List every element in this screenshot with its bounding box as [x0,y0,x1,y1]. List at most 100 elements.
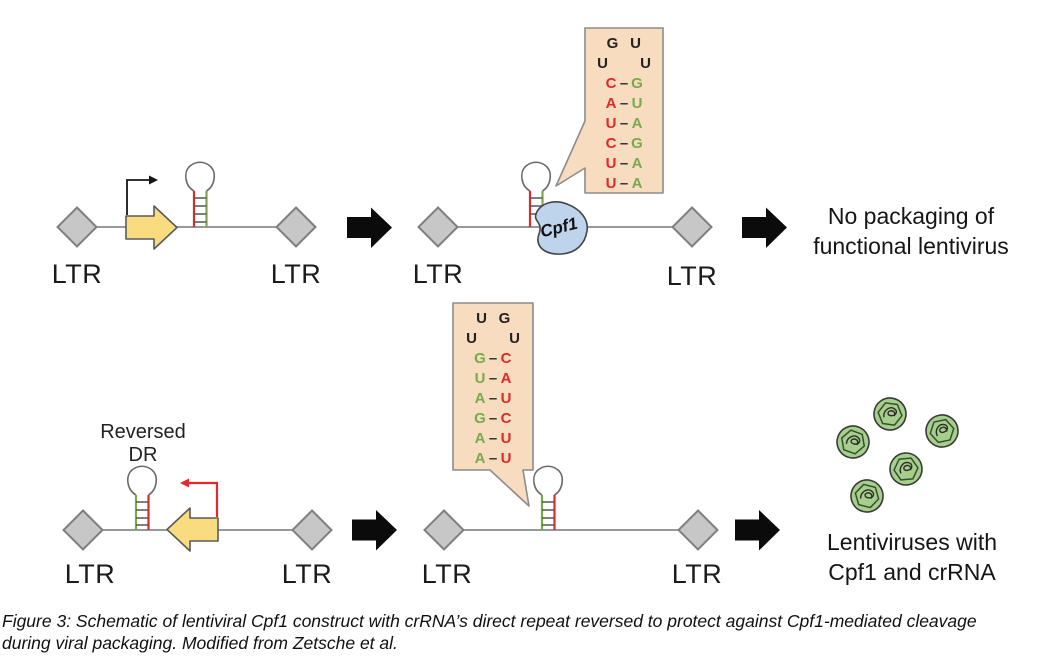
base-right: C [500,410,512,427]
ltr-label: LTR [270,259,322,289]
base-left: A [474,390,486,407]
ltr-diamond [417,206,459,248]
lentivirus-particle-icon [846,475,888,517]
base-left: A [605,95,617,112]
flow-arrow-icon [735,510,780,551]
base-pair-row: A – U [453,429,533,449]
loop-row: G U [585,34,663,54]
base-right: U [500,390,512,407]
bond-dash: – [619,135,629,152]
lentivirus-particle-icon [922,411,962,451]
bond-dash: – [488,370,498,387]
base-left: A [474,450,486,467]
cpf1-protein-blob [534,201,589,255]
ltr-diamond [423,509,465,551]
bond-dash: – [619,95,629,112]
loop-base: U [476,310,487,327]
ltr-label: LTR [412,259,464,289]
bond-dash: – [619,175,629,192]
base-left: U [605,155,617,172]
loop-row: U G [453,309,533,329]
ltr-label: LTR [666,261,718,291]
loop-row: U U [453,329,533,349]
ltr-label: LTR [281,559,333,589]
sequence-callout-bubble [452,302,534,507]
hairpin-loop [533,465,564,496]
loop-base: U [597,55,608,72]
ltr-diamond [56,206,98,248]
reversed-dr-line1: Reversed [100,421,186,443]
base-pair-row: U – A [453,369,533,389]
top-callout-sequence: G U U U C – G A – U U – A C – G U – [585,34,663,194]
base-pair-row: C – G [585,74,663,94]
loop-base: U [640,55,651,72]
ltr-diamond [677,509,719,551]
hairpin-loop [185,161,216,192]
base-pair-row: A – U [453,449,533,469]
base-right: A [631,175,643,192]
loop-base: U [630,35,641,52]
bond-dash: – [619,115,629,132]
base-pair-row: C – G [585,134,663,154]
base-left: U [605,175,617,192]
ltr-label: LTR [421,559,473,589]
base-left: U [605,115,617,132]
loop-row: U U [585,54,663,74]
crrna-hairpin-reversed [127,465,158,530]
no-packaging-line1: No packaging of [827,203,995,229]
base-pair-row: A – U [585,94,663,114]
base-left: U [474,370,486,387]
bond-dash: – [488,390,498,407]
lentivirus-particle-icon [887,450,925,488]
base-right: C [500,350,512,367]
base-right: A [500,370,512,387]
sequence-callout-bubble [555,27,664,194]
promoter-arrow-reversed [166,507,219,552]
loop-base: G [606,35,619,52]
no-packaging-text: No packaging of functional lentivirus [789,201,1033,261]
lentivirus-line1: Lentiviruses with [826,529,998,555]
crrna-hairpin-forward [185,161,216,227]
ltr-label: LTR [64,559,116,589]
base-right: G [631,135,643,152]
transcription-start-arrowhead-icon [180,478,189,488]
reversed-dr-label: Reversed DR [83,421,203,467]
bond-dash: – [488,410,498,427]
flow-arrow-icon [742,207,787,248]
lentivirus-line2: Cpf1 and crRNA [828,559,996,585]
ltr-label: LTR [51,259,103,289]
ltr-diamond [62,509,104,551]
no-packaging-line2: functional lentivirus [813,233,1009,259]
bottom-callout-sequence: U G U U G – C U – A A – U G – C A – [453,309,533,469]
base-pair-row: U – A [585,154,663,174]
ltr-diamond [275,206,317,248]
bond-dash: – [488,430,498,447]
flow-arrow-icon [347,207,392,248]
base-left: G [474,410,486,427]
bond-dash: – [619,155,629,172]
crrna-hairpin-reversed [533,465,564,530]
base-left: G [474,350,486,367]
base-left: C [605,75,617,92]
lentivirus-particle-icon [871,395,909,433]
flow-arrow-icon [352,510,397,551]
figure-caption: Figure 3: Schematic of lentiviral Cpf1 c… [2,611,977,653]
loop-base: G [498,310,511,327]
base-left: A [474,430,486,447]
ltr-diamond [671,206,713,248]
base-right: A [631,115,643,132]
base-right: U [500,430,512,447]
ltr-label: LTR [671,559,723,589]
base-right: U [500,450,512,467]
bond-dash: – [619,75,629,92]
base-pair-row: G – C [453,409,533,429]
loop-base: U [509,330,520,347]
base-right: A [631,155,643,172]
base-right: G [631,75,643,92]
transcription-start-arrow [126,179,149,215]
base-pair-row: U – A [585,174,663,194]
transcription-start-arrowhead-icon [149,175,158,185]
base-left: C [605,135,617,152]
